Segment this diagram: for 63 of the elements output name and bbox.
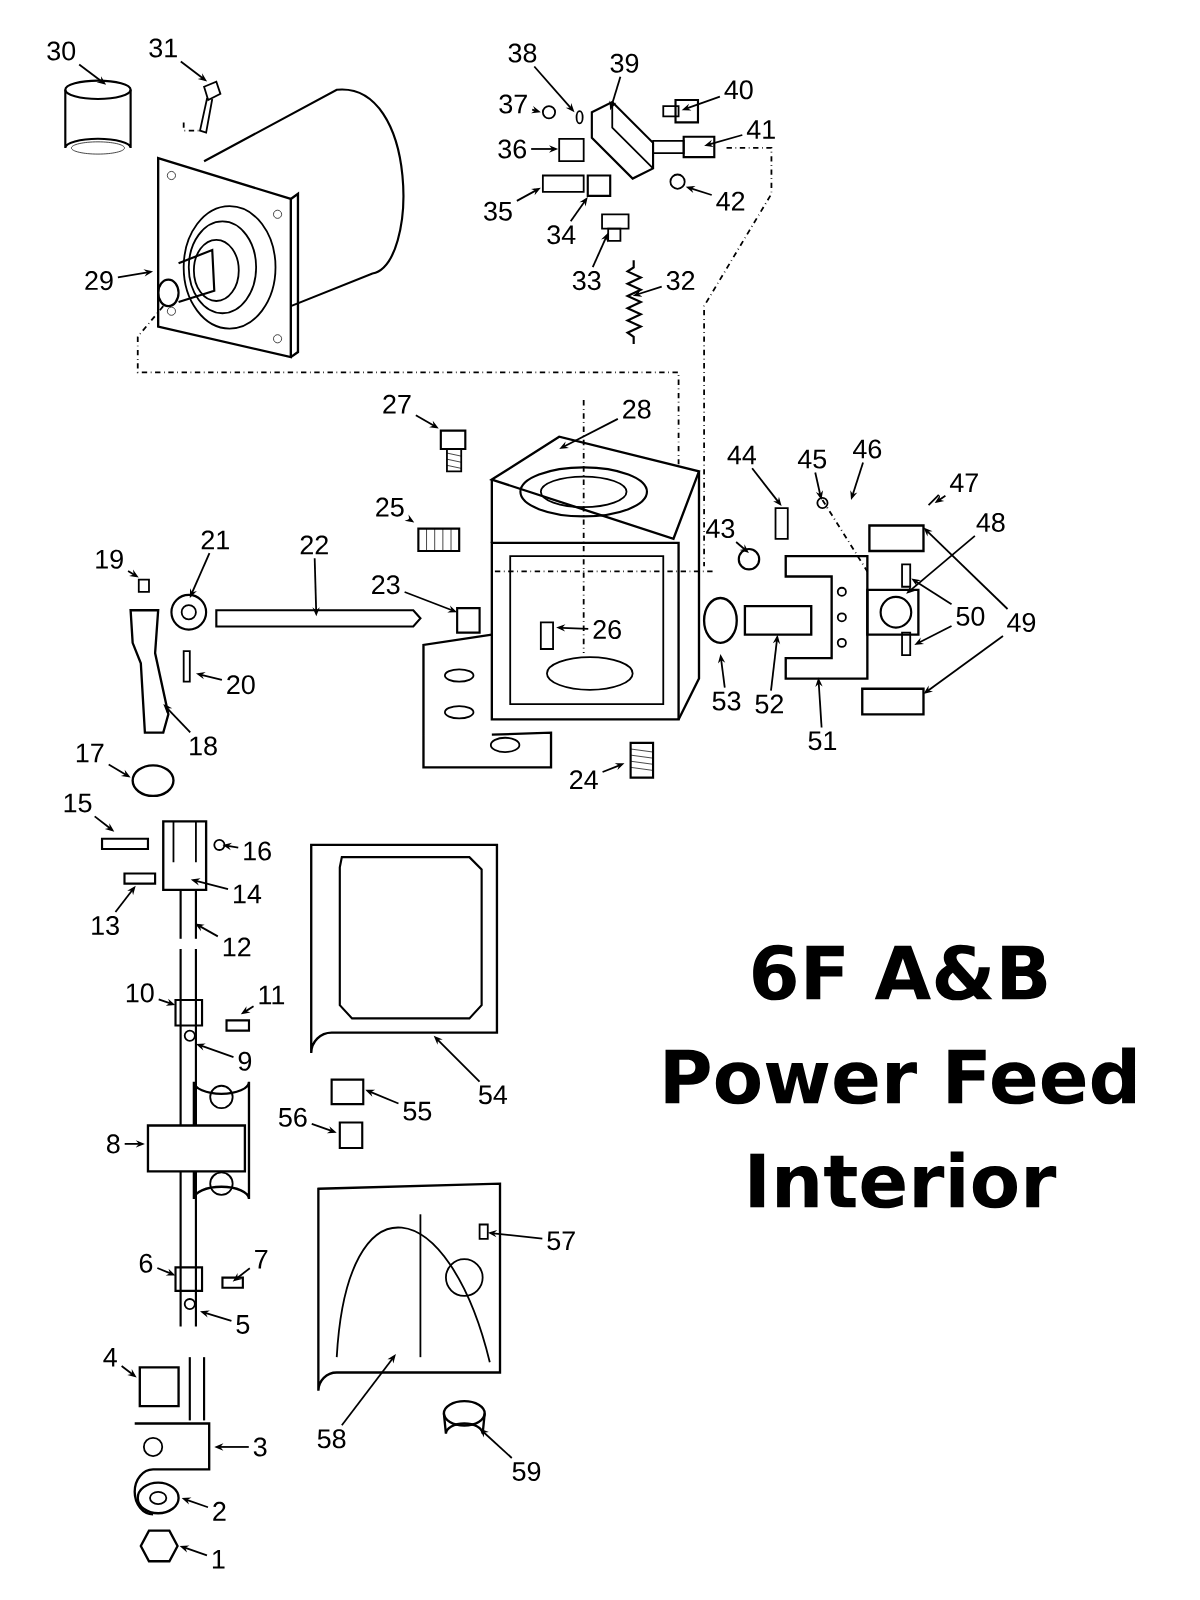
callout-number: 25: [376, 497, 404, 517]
callout-number: 55: [403, 1101, 432, 1121]
callout-number: 51: [808, 731, 837, 751]
callout-number: 40: [724, 80, 753, 100]
callout-number: 46: [853, 439, 882, 459]
callout-number: 15: [64, 793, 92, 813]
callout-number: 13: [92, 916, 119, 936]
callout-number: 59: [512, 1461, 541, 1481]
callout-number: 45: [797, 449, 827, 469]
callout-number: 7: [255, 1249, 268, 1269]
callout-number: 23: [372, 575, 400, 595]
callout-number: 10: [126, 983, 154, 1003]
callout-number: 9: [238, 1051, 252, 1071]
callout-number: 20: [227, 675, 255, 695]
callout-number: 29: [85, 271, 113, 291]
leader-line: [163, 704, 192, 734]
callout-number: 44: [727, 445, 756, 465]
callout-number: 41: [746, 120, 775, 139]
callout-number: 50: [956, 606, 985, 626]
callout-number: 53: [712, 691, 741, 711]
callout-number: 30: [47, 41, 76, 61]
callout-number: 48: [976, 512, 1005, 532]
leader-line: [906, 535, 976, 594]
callout-number: 18: [190, 736, 217, 756]
callout-number: 22: [300, 535, 328, 555]
callout-number: 26: [593, 620, 621, 640]
callout-number: 5: [236, 1315, 250, 1334]
callout-number: 21: [201, 530, 229, 550]
callout-number: 11: [259, 985, 285, 1005]
callout-number: 28: [623, 399, 651, 419]
callout-number: 17: [76, 743, 104, 763]
callout-number: 47: [949, 473, 978, 492]
callout-number: 37: [499, 94, 527, 114]
callout-number: 52: [755, 694, 783, 714]
callout-number: 1: [212, 1549, 225, 1569]
callout-number: 24: [570, 770, 598, 789]
callout-number: 38: [508, 43, 537, 63]
callout-number: 6: [139, 1253, 153, 1273]
callout-number: 12: [223, 937, 251, 957]
callout-number: 14: [234, 884, 262, 904]
callout-number: 42: [716, 191, 745, 211]
callout-number: 3: [253, 1437, 267, 1457]
callout-number: 34: [547, 225, 576, 245]
callout-number: 33: [572, 271, 601, 291]
callout-number: 19: [96, 549, 123, 569]
callout-number: 36: [498, 139, 527, 159]
callout-number: 2: [213, 1501, 226, 1521]
callout-number: 56: [278, 1107, 307, 1127]
callout-number: 58: [317, 1429, 346, 1449]
callout-number: 35: [484, 201, 512, 221]
callout-number: 8: [106, 1134, 120, 1154]
callout-number: 43: [706, 519, 735, 539]
callout-number: 54: [479, 1085, 508, 1105]
leader-line: [340, 1354, 396, 1427]
callout-number: 32: [666, 271, 695, 291]
callout-number: 31: [149, 38, 177, 58]
callout-number: 49: [1007, 612, 1036, 632]
title: 6F A&B Power Feed Interior: [665, 944, 1136, 1209]
callout-number: 57: [547, 1231, 575, 1251]
callout-number: 39: [610, 53, 639, 73]
callout-number: 27: [383, 394, 411, 414]
callout-number: 4: [103, 1347, 117, 1367]
callout-number: 16: [244, 841, 271, 861]
